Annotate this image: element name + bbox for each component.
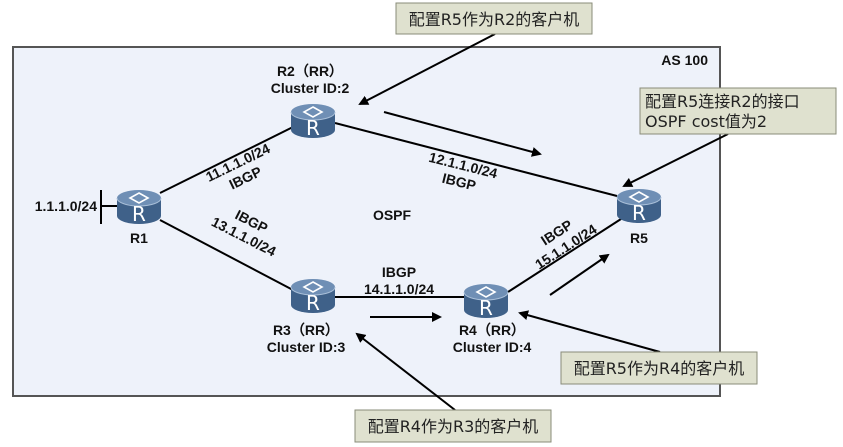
svg-text:配置R5作为R4的客户机: 配置R5作为R4的客户机 bbox=[574, 359, 745, 378]
svg-text:R: R bbox=[306, 291, 320, 315]
stub-network-label: 1.1.1.0/24 bbox=[35, 198, 97, 214]
route-advert-arrow-r2-r5 bbox=[383, 111, 542, 157]
router-r3-cluster: Cluster ID:3 bbox=[267, 339, 346, 355]
link-r1-r3 bbox=[159, 219, 294, 291]
as-area-box bbox=[12, 46, 721, 397]
svg-text:R: R bbox=[632, 201, 646, 225]
link-label-r3-r4-subnet: 14.1.1.0/24 bbox=[364, 281, 434, 297]
link-r4-r5 bbox=[507, 218, 622, 293]
callout-arrow-r4-client bbox=[518, 310, 661, 353]
router-r5-label: R5 bbox=[630, 230, 648, 246]
callout-arrow-r3-client bbox=[355, 332, 456, 411]
router-r1[interactable]: R bbox=[116, 189, 162, 226]
router-r4-label: R4（RR） bbox=[459, 322, 525, 338]
router-r2[interactable]: R bbox=[290, 103, 336, 140]
router-r1-label: R1 bbox=[130, 230, 148, 246]
callout-arrow-r2-client bbox=[358, 33, 496, 105]
router-r3-label: R3（RR） bbox=[273, 322, 339, 338]
router-r5[interactable]: R bbox=[616, 188, 662, 225]
svg-text:R: R bbox=[132, 202, 146, 226]
callout-r3-client: 配置R4作为R3的客户机 bbox=[354, 409, 552, 443]
svg-text:OSPF cost值为2: OSPF cost值为2 bbox=[645, 112, 767, 131]
callout-r4-client: 配置R5作为R4的客户机 bbox=[560, 351, 758, 385]
callout-r5-cost: 配置R5连接R2的接口 OSPF cost值为2 bbox=[639, 87, 837, 135]
router-r2-cluster: Cluster ID:2 bbox=[271, 80, 350, 96]
svg-text:配置R5作为R2的客户机: 配置R5作为R2的客户机 bbox=[409, 10, 580, 29]
svg-text:R: R bbox=[306, 116, 320, 140]
router-r4[interactable]: R bbox=[463, 283, 509, 320]
svg-text:配置R5连接R2的接口: 配置R5连接R2的接口 bbox=[645, 92, 800, 111]
router-r3[interactable]: R bbox=[290, 278, 336, 315]
callout-r2-client: 配置R5作为R2的客户机 bbox=[395, 2, 593, 35]
link-label-r3-r4-type: IBGP bbox=[382, 264, 416, 280]
callout-arrow-r5-cost bbox=[622, 133, 729, 187]
router-r4-cluster: Cluster ID:4 bbox=[453, 339, 532, 355]
svg-text:配置R4作为R3的客户机: 配置R4作为R3的客户机 bbox=[368, 417, 539, 436]
link-r1-r2 bbox=[159, 126, 294, 194]
route-advert-arrow-r4-r5 bbox=[549, 253, 610, 296]
ospf-label: OSPF bbox=[373, 207, 412, 223]
svg-text:R: R bbox=[479, 296, 493, 320]
as-label: AS 100 bbox=[661, 52, 708, 68]
router-r2-label: R2（RR） bbox=[277, 63, 343, 79]
link-r2-r5 bbox=[334, 122, 618, 197]
